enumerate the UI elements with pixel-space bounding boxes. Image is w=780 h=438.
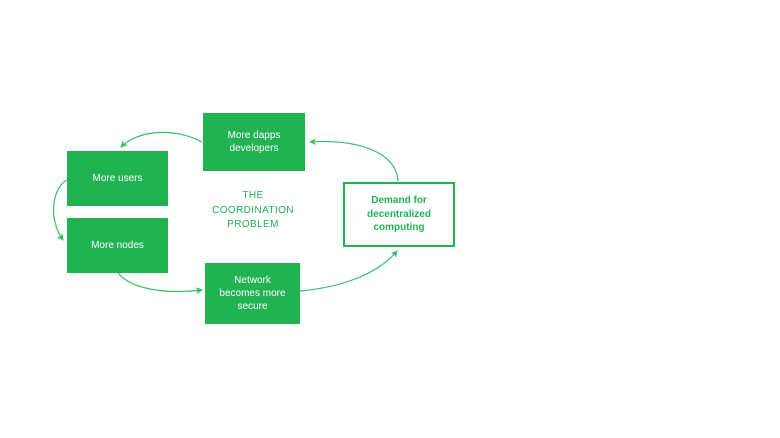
- node-network-becomes-more-secure: Network becomes more secure: [205, 263, 300, 324]
- arrow-network-to-demand: [299, 250, 398, 292]
- node-label-line: Demand for: [371, 195, 427, 207]
- node-more-dapps-developers: More dapps developers: [203, 113, 305, 171]
- node-label-line: becomes more: [219, 288, 286, 299]
- arrow-demand-to-dapps: [309, 138, 399, 182]
- node-label-line: Network: [234, 275, 271, 286]
- node-more-nodes: More nodes: [67, 218, 168, 273]
- node-label-line: More nodes: [91, 240, 144, 251]
- arrow-nodes-to-network: [117, 272, 203, 295]
- diagram-title-line: COORDINATION: [212, 204, 294, 216]
- node-label-line: secure: [237, 301, 268, 312]
- node-label-line: decentralized: [367, 208, 431, 220]
- node-label-line: computing: [373, 222, 425, 234]
- node-label-line: developers: [229, 143, 279, 154]
- diagram-title-line: PROBLEM: [227, 219, 279, 230]
- node-more-users: More users: [67, 151, 168, 206]
- arrow-users-to-nodes: [52, 179, 68, 241]
- node-label-line: More users: [92, 173, 143, 184]
- diagram-title: THE COORDINATION PROBLEM: [193, 189, 313, 233]
- diagram-title-line: THE: [242, 190, 264, 201]
- arrow-dapps-to-users: [120, 131, 203, 148]
- node-label-line: More dapps: [227, 130, 281, 141]
- node-demand-for-decentralized-computing: Demand for decentralized computing: [343, 182, 455, 247]
